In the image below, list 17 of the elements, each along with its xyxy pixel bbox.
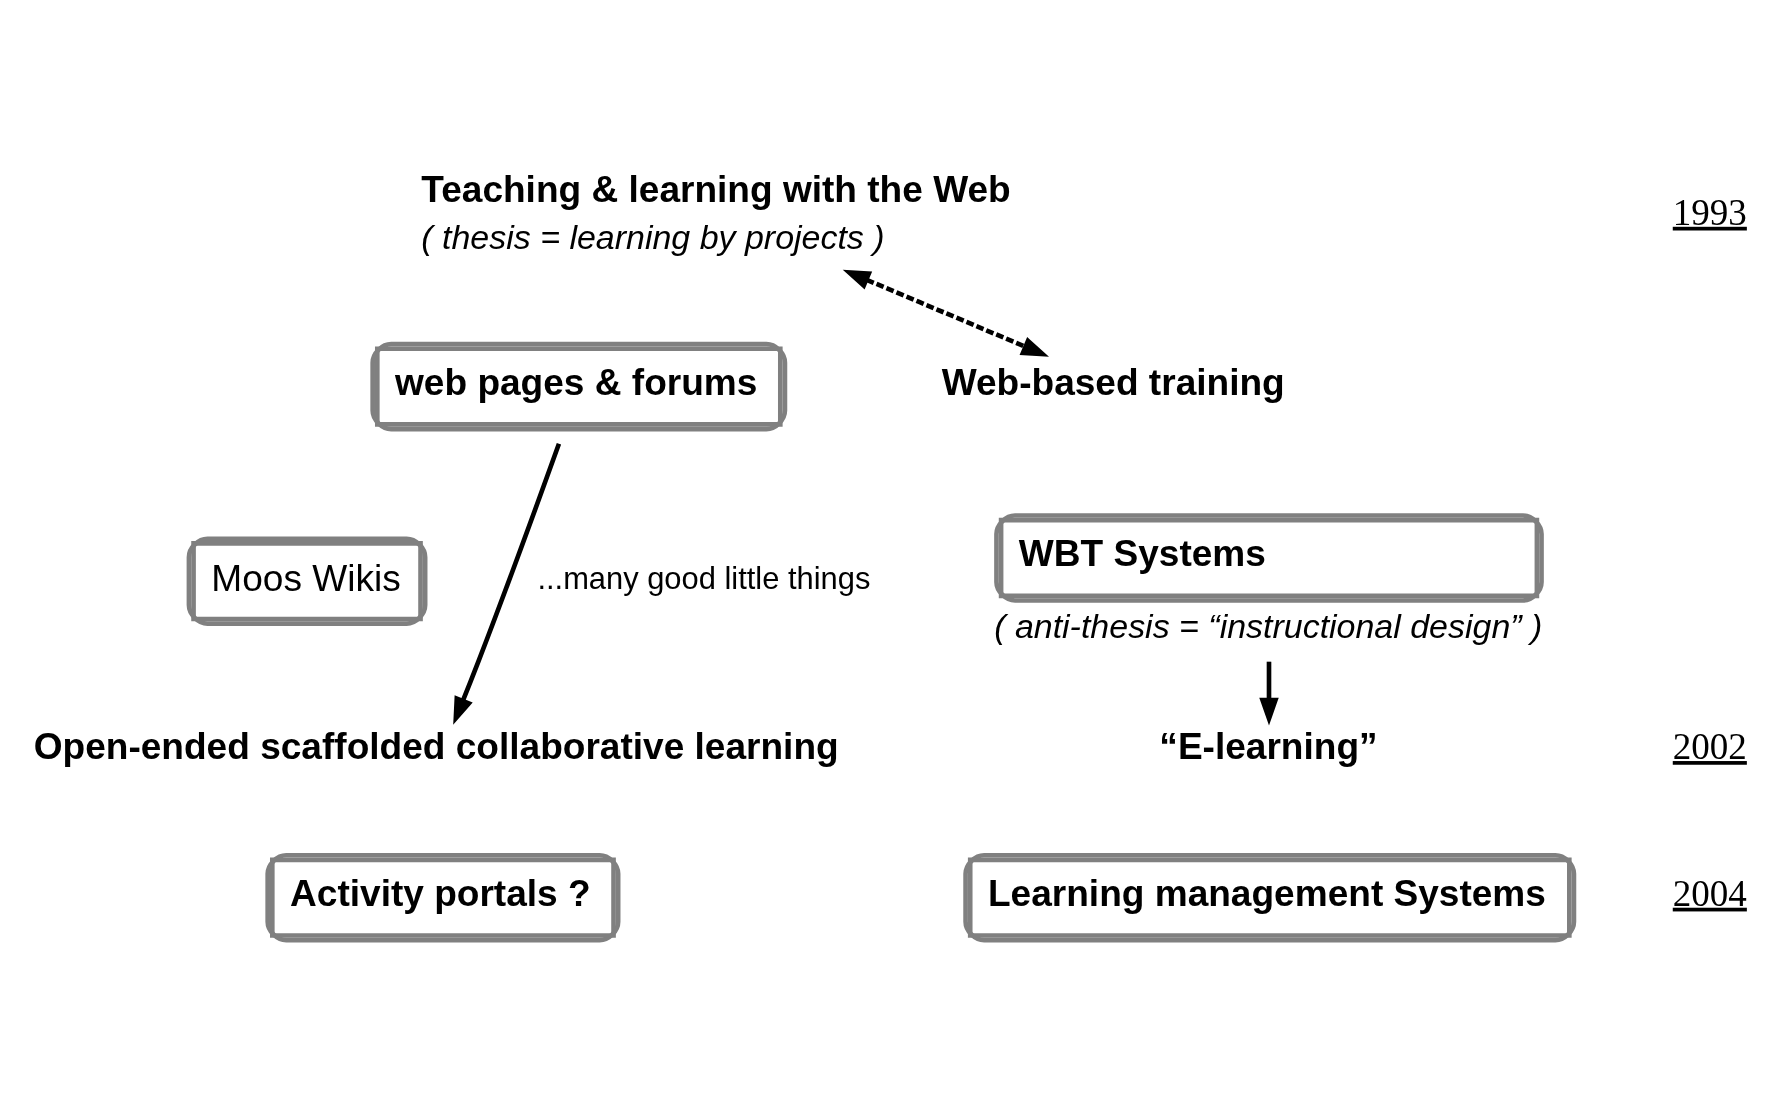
label: 2004 [1672, 872, 1747, 914]
arrow [453, 443, 562, 725]
node-box: WBT Systems [994, 513, 1544, 603]
node-box: Moos Wikis [186, 536, 428, 626]
label: 1993 [1672, 191, 1747, 233]
edge-label: ...many good little things [537, 560, 871, 596]
arrow [842, 269, 1049, 357]
node-text: Web-based training [941, 360, 1285, 403]
node-box: Activity portals ? [265, 852, 621, 943]
node-box: web pages & forums [370, 341, 788, 432]
node-label: ( anti-thesis = “instructional design” ) [994, 606, 1543, 645]
node-text: Teaching & learning with the Web ( thesis = learning by projects ) [421, 167, 1011, 256]
arrow [1259, 661, 1279, 726]
node-text: Open-ended scaffolded collaborative learning [33, 725, 839, 768]
node-text: “E-learning” [1159, 725, 1378, 768]
label: 2002 [1672, 726, 1747, 768]
node-box: Learning management Systems [963, 852, 1577, 943]
